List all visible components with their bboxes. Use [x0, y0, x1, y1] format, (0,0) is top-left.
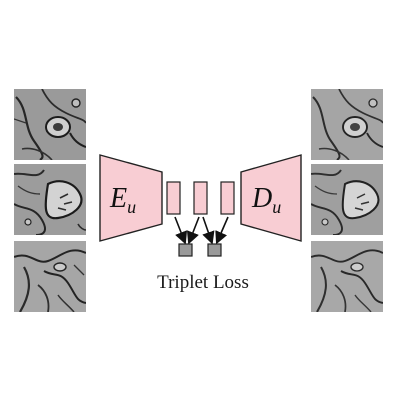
- encoder-label: Eu: [109, 183, 136, 217]
- input-patch-1: [14, 89, 86, 160]
- input-patch-2: [14, 164, 86, 235]
- arrow-positive-to-compare-1: [186, 216, 200, 245]
- loss-caption: Triplet Loss: [157, 272, 249, 293]
- output-patch-3: [311, 241, 383, 312]
- input-patch-3: [14, 241, 86, 312]
- output-patch-1: [311, 89, 383, 160]
- decoder-block: [240, 154, 302, 242]
- arrow-anchor-to-compare-1: [174, 216, 188, 245]
- comparison-box-negative: [207, 243, 222, 257]
- embedding-vector-anchor: [166, 181, 181, 215]
- arrow-negative-to-compare-2: [215, 216, 229, 245]
- comparison-box-positive: [178, 243, 193, 257]
- arrow-positive-to-compare-2: [202, 216, 215, 245]
- output-patch-2: [311, 164, 383, 235]
- embedding-vector-positive: [193, 181, 208, 215]
- encoder-block: [99, 154, 163, 242]
- embedding-vector-negative: [220, 181, 235, 215]
- decoder-label: Du: [251, 183, 281, 217]
